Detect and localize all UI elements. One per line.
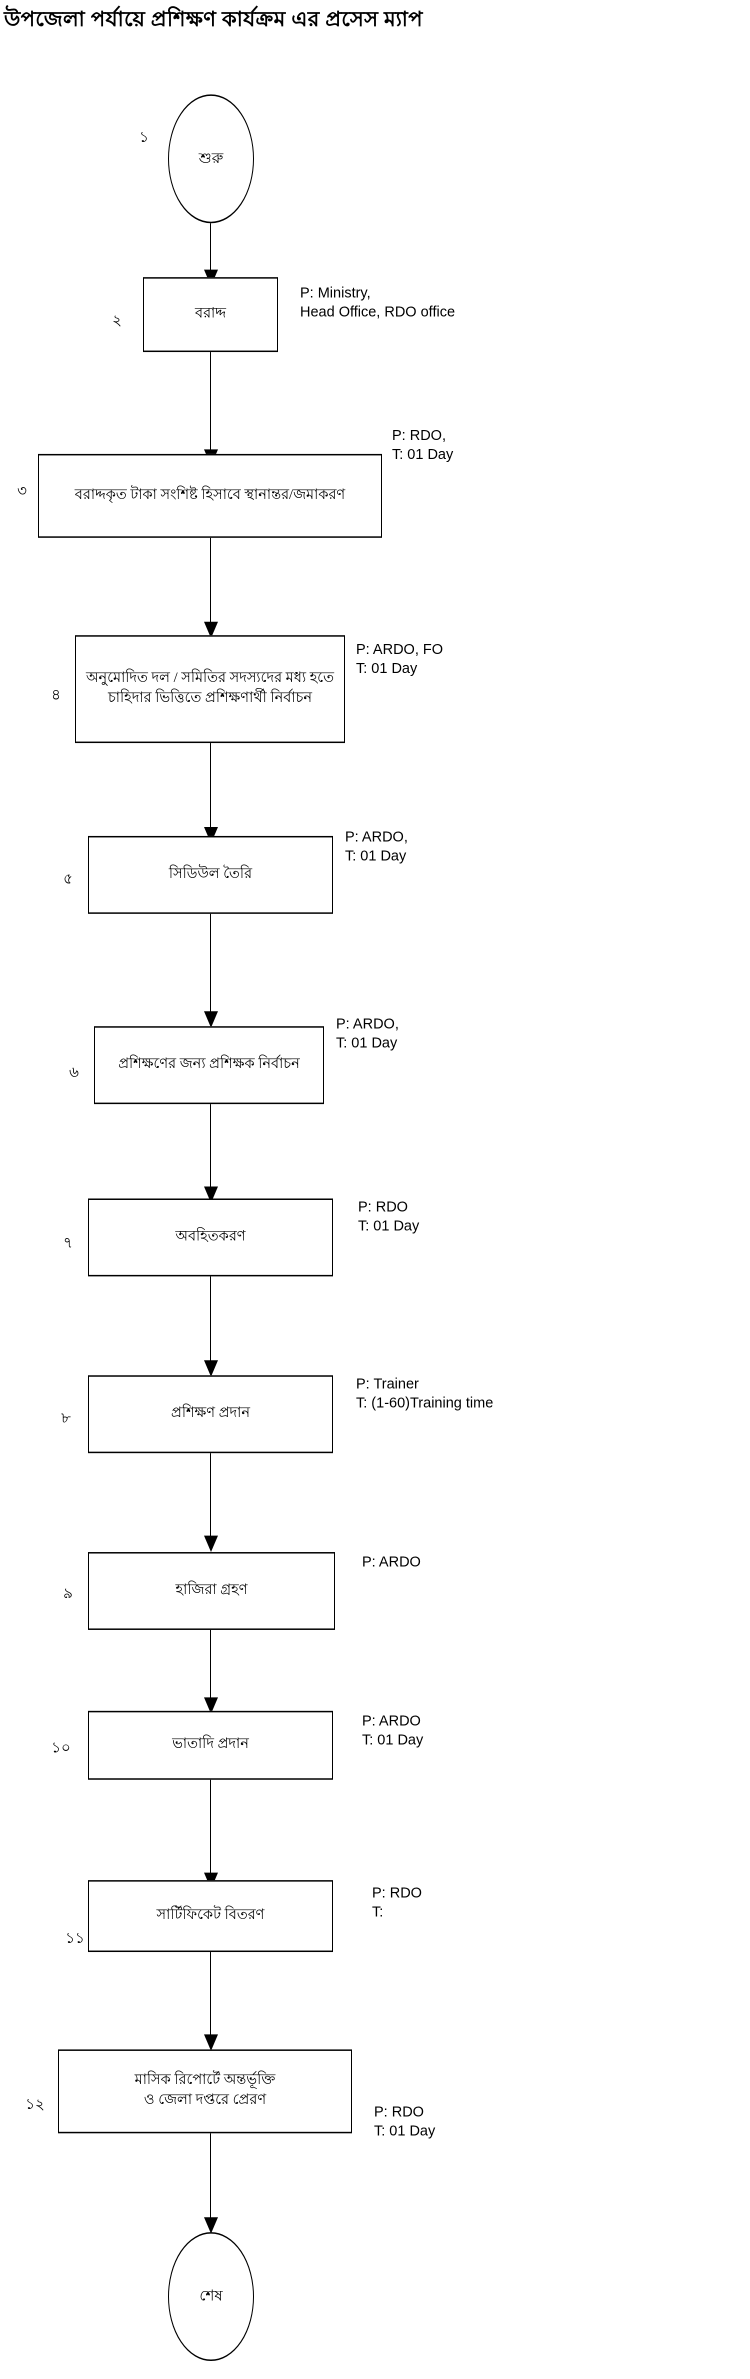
node-step-2-label: বরাদ্দ — [195, 305, 226, 322]
step-number-10: ১০ — [51, 1740, 71, 1757]
annotation-step-5: P: ARDO, T: 01 Day — [345, 829, 408, 865]
step-number-1: ১ — [139, 130, 149, 147]
node-step-3[interactable]: বরাদ্দকৃত টাকা সংশিষ্ট হিসাবে স্থানান্তর… — [38, 453, 382, 538]
node-step-10-label: ভাতাদি প্রদান — [172, 1736, 249, 1753]
connector-4-to-5 — [210, 743, 211, 836]
connector-12-to-end — [210, 2133, 211, 2227]
connector-6-to-7 — [210, 1104, 211, 1197]
connector-9-to-10 — [210, 1629, 211, 1708]
step-number-7: ৭ — [63, 1235, 73, 1252]
step-number-4: ৪ — [51, 687, 61, 704]
node-step-12[interactable]: মাসিক রিপোর্টে অন্তর্ভূক্তি ও জেলা দপ্তর… — [58, 2049, 352, 2134]
node-step-5[interactable]: সিডিউল তৈরি — [88, 835, 333, 914]
node-step-12-label: মাসিক রিপোর্টে অন্তর্ভূক্তি ও জেলা দপ্তর… — [134, 2072, 276, 2109]
node-step-4-label: অনুমোদিত দল / সমিতির সদস্যদের মধ্য হতে চ… — [85, 670, 335, 707]
annotation-step-6: P: ARDO, T: 01 Day — [336, 1016, 399, 1052]
node-step-8[interactable]: প্রশিক্ষণ প্রদান — [88, 1375, 333, 1454]
node-end-label: শেষ — [199, 2288, 223, 2305]
node-step-5-label: সিডিউল তৈরি — [168, 866, 253, 883]
arrowhead-to-8 — [204, 1360, 218, 1377]
annotation-step-12: P: RDO T: 01 Day — [374, 2104, 436, 2139]
step-number-3: ৩ — [17, 483, 27, 500]
node-step-11[interactable]: সার্টিফিকেট বিতরণ — [88, 1880, 333, 1953]
arrowhead-to-end — [204, 2217, 218, 2234]
step-number-12: ১২ — [25, 2097, 45, 2114]
annotation-step-2: P: Ministry, Head Office, RDO office — [300, 285, 456, 321]
arrowhead-to-10 — [204, 1697, 218, 1714]
node-step-2[interactable]: বরাদ্দ — [143, 277, 278, 353]
arrowhead-to-9 — [204, 1535, 218, 1553]
annotation-step-8: P: Trainer T: (1-60)Training time — [356, 1376, 494, 1411]
step-number-6: ৬ — [69, 1064, 79, 1081]
node-step-4[interactable]: অনুমোদিত দল / সমিতির সদস্যদের মধ্য হতে চ… — [75, 635, 345, 744]
connector-10-to-11 — [210, 1779, 211, 1882]
node-end[interactable]: শেষ — [168, 2232, 254, 2362]
node-start-label: শুরু — [198, 150, 224, 167]
arrowhead-to-12 — [204, 2034, 218, 2051]
connector-5-to-6 — [210, 913, 211, 1019]
node-step-8-label: প্রশিক্ষণ প্রদান — [171, 1405, 250, 1422]
step-number-11: ১১ — [65, 1930, 85, 1947]
connector-8-to-9 — [210, 1453, 211, 1547]
node-step-11-label: সার্টিফিকেট বিতরণ — [156, 1907, 265, 1924]
node-step-7[interactable]: অবহিতকরণ — [88, 1198, 333, 1277]
node-step-7-label: অবহিতকরণ — [175, 1228, 246, 1245]
arrowhead-to-6 — [204, 1011, 218, 1028]
node-step-3-label: বরাদ্দকৃত টাকা সংশিষ্ট হিসাবে স্থানান্তর… — [74, 487, 346, 504]
node-start[interactable]: শুরু — [168, 94, 254, 224]
connector-7-to-8 — [210, 1276, 211, 1370]
annotation-step-3: P: RDO, T: 01 Day — [392, 427, 454, 463]
connector-3-to-4 — [210, 537, 211, 631]
node-step-6[interactable]: প্রশিক্ষণের জন্য প্রশিক্ষক নির্বাচন — [94, 1026, 324, 1105]
node-step-10[interactable]: ভাতাদি প্রদান — [88, 1710, 333, 1780]
node-step-9[interactable]: হাজিরা গ্রহণ — [88, 1552, 335, 1630]
annotation-step-7: P: RDO T: 01 Day — [358, 1199, 420, 1235]
annotation-step-10: P: ARDO T: 01 Day — [362, 1713, 424, 1748]
annotation-step-11: P: RDO T: — [372, 1885, 422, 1921]
arrowhead-to-4 — [204, 621, 218, 639]
connector-start-to-2 — [210, 223, 211, 278]
node-step-6-label: প্রশিক্ষণের জন্য প্রশিক্ষক নির্বাচন — [118, 1056, 300, 1073]
connector-2-to-3 — [210, 352, 211, 457]
step-number-8: ৮ — [61, 1410, 71, 1427]
page-title: উপজেলা পর্যায়ে প্রশিক্ষণ কার্যক্রম এর প… — [4, 6, 423, 31]
node-step-9-label: হাজিরা গ্রহণ — [175, 1582, 248, 1599]
connector-11-to-12 — [210, 1952, 211, 2045]
step-number-5: ৫ — [63, 871, 73, 888]
step-number-9: ৯ — [63, 1586, 73, 1603]
step-number-2: ২ — [112, 312, 122, 329]
annotation-step-9: P: ARDO — [362, 1554, 421, 1571]
annotation-step-4: P: ARDO, FO T: 01 Day — [356, 642, 444, 677]
